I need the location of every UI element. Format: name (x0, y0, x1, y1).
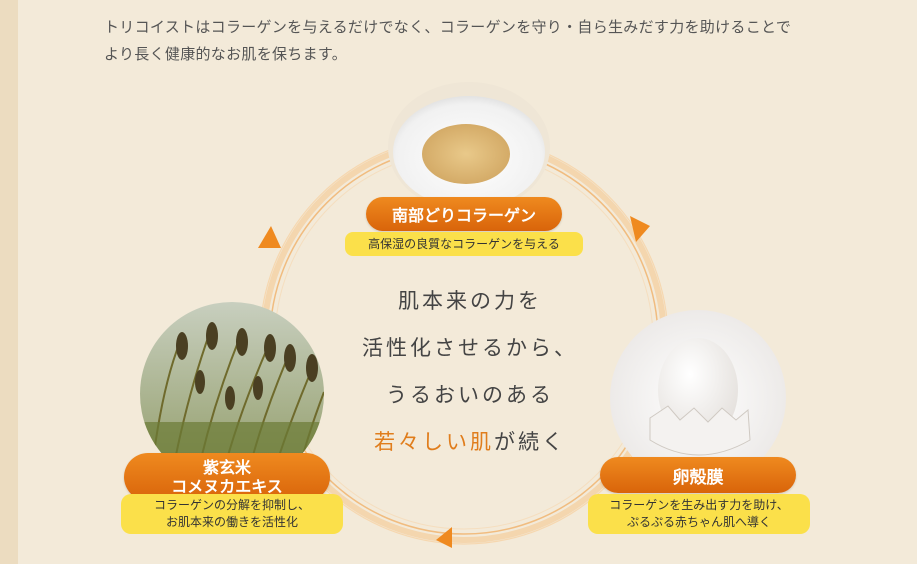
intro-text: トリコイストはコラーゲンを与えるだけでなく、コラーゲンを守り・自ら生みだす力を助… (104, 14, 864, 68)
center-line-last: 若々しい肌が続く (340, 419, 600, 466)
center-message: 肌本来の力を 活性化させるから、 うるおいのある 若々しい肌が続く (340, 278, 600, 466)
center-line: うるおいのある (386, 383, 554, 407)
center-highlight: 若々しい肌 (374, 430, 494, 454)
nanbu-title: 南部どりコラーゲン (391, 206, 536, 225)
intro-line: トリコイストはコラーゲンを与えるだけでなく、コラーゲンを守り・自ら生みだす力を助… (104, 18, 792, 36)
egg-image (610, 310, 786, 486)
rice-title-line2: コメヌカエキス (171, 477, 283, 496)
egg-title: 卵殻膜 (672, 467, 724, 488)
center-rest: が続く (494, 430, 566, 454)
intro-line: より長く健康的なお肌を保ちます。 (104, 45, 348, 63)
rice-title-line1: 紫玄米 (202, 458, 251, 477)
egg-desc-line1: コラーゲンを生み出す力を助け、 (609, 498, 789, 512)
arrow-icon (630, 216, 650, 242)
nanbu-description: 高保湿の良質なコラーゲンを与える (345, 232, 583, 256)
left-border (0, 0, 18, 564)
rice-desc-line2: お肌本来の働きを活性化 (165, 515, 298, 529)
rice-desc-line1: コラーゲンの分解を抑制し、 (153, 498, 310, 512)
nanbu-desc: 高保湿の良質なコラーゲンを与える (368, 236, 560, 251)
rice-description: コラーゲンの分解を抑制し、 お肌本来の働きを活性化 (121, 494, 343, 534)
center-line: 活性化させるから、 (362, 336, 578, 360)
egg-description: コラーゲンを生み出す力を助け、 ぷるぷる赤ちゃん肌へ導く (588, 494, 810, 534)
nanbu-collagen-label: 南部どりコラーゲン (366, 197, 562, 231)
egg-desc-line2: ぷるぷる赤ちゃん肌へ導く (626, 515, 771, 529)
rice-bran-label: 紫玄米 コメヌカエキス (124, 453, 330, 501)
eggshell-membrane-label: 卵殻膜 (600, 457, 796, 493)
center-line: 肌本来の力を (398, 289, 542, 313)
arrow-icon (436, 527, 452, 548)
arrow-icon (258, 226, 281, 248)
collagen-powder-image (388, 82, 550, 212)
